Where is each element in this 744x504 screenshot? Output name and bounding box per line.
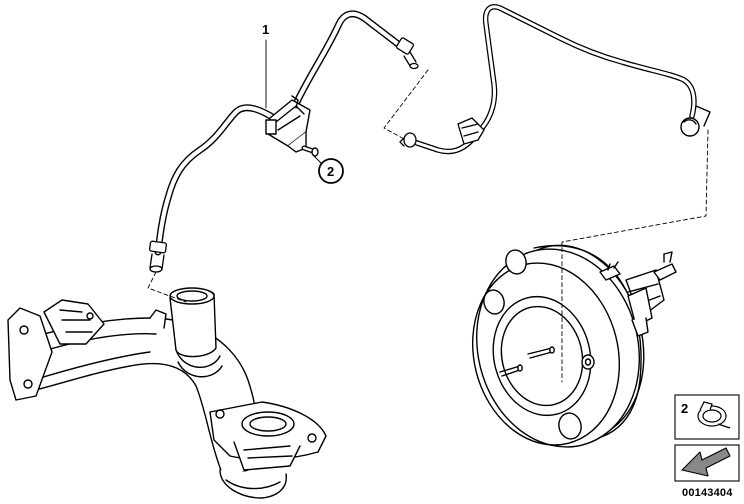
legend-item-number: 2 <box>681 401 688 416</box>
check-valve <box>265 95 319 157</box>
brake-booster <box>471 244 677 448</box>
vacuum-pipe <box>399 4 711 155</box>
leader-lines <box>147 39 709 383</box>
arrow-icon <box>681 447 731 477</box>
callout-2-marker: 2 <box>318 158 344 184</box>
drawing-number: 00143404 <box>682 487 733 499</box>
intake-manifold <box>7 287 327 499</box>
hose-clamp-icon <box>697 401 731 429</box>
vacuum-hose <box>148 10 419 273</box>
legend-box: 2 <box>674 394 740 482</box>
callout-label-2: 2 <box>327 164 334 179</box>
callout-label-1: 1 <box>262 22 269 37</box>
